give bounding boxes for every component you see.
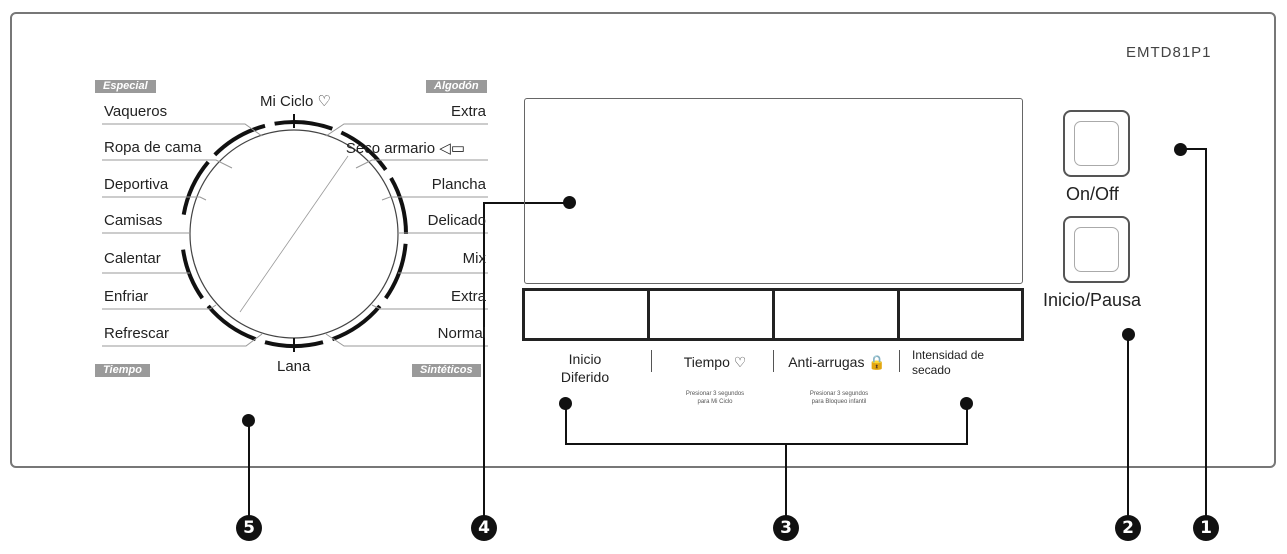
model-number: EMTD81P1 <box>1126 44 1212 61</box>
category-tiempo: Tiempo <box>95 364 150 377</box>
program-enfriar[interactable]: Enfriar <box>104 288 149 305</box>
inicio-diferido-label: Inicio Diferido <box>560 351 610 385</box>
heart-icon: ♡ <box>317 93 331 110</box>
callout-3: 3 <box>773 515 799 541</box>
program-vaqueros[interactable]: Vaqueros <box>104 103 168 120</box>
inicio-diferido-button[interactable] <box>522 288 650 341</box>
leader-dot <box>960 397 973 410</box>
program-extra-sinteticos[interactable]: Extra <box>450 288 486 305</box>
leader-dot <box>1122 328 1135 341</box>
separator <box>773 350 774 372</box>
tiempo-hint: Presionar 3 segundos para Mi Ciclo <box>685 391 745 405</box>
heart-icon: ♡ <box>733 354 747 370</box>
dial-tick-segment <box>206 304 257 342</box>
program-calentar[interactable]: Calentar <box>104 250 161 267</box>
intensidad-secado-button[interactable] <box>897 288 1024 341</box>
anti-arrugas-button[interactable] <box>772 288 900 341</box>
leader-dot <box>1174 143 1187 156</box>
program-normal[interactable]: Normal <box>437 325 486 342</box>
dial-tick-segment <box>384 243 408 300</box>
intensidad-secado-label: Intensidad de secado <box>912 348 985 377</box>
dial-tick-ring <box>181 120 408 348</box>
dial-label-mi-ciclo: Mi Ciclo ♡ <box>260 93 331 110</box>
leader-dot <box>559 397 572 410</box>
hanger-tag-icon: ◁▭ <box>439 140 465 157</box>
program-extra-algodon[interactable]: Extra <box>450 103 486 120</box>
dial-tick-segment <box>389 177 408 235</box>
program-camisas[interactable]: Camisas <box>104 212 163 229</box>
dial-tick-segment <box>181 160 210 215</box>
separator <box>651 350 652 372</box>
separator <box>899 350 900 372</box>
tiempo-button[interactable] <box>647 288 775 341</box>
program-ropa-de-cama[interactable]: Ropa de cama <box>104 139 202 156</box>
dial-tick-segment <box>181 249 204 300</box>
dial-tick-segment <box>331 304 382 342</box>
callout-4: 4 <box>471 515 497 541</box>
leader-dot <box>242 414 255 427</box>
dial-tick-segment <box>274 120 333 131</box>
tiempo-label: Tiempo ♡ <box>683 354 747 370</box>
on-off-button[interactable] <box>1063 110 1130 177</box>
anti-arrugas-label: Anti-arrugas 🔒 <box>788 354 886 370</box>
program-deportiva[interactable]: Deportiva <box>104 176 169 193</box>
anti-arrugas-hint: Presionar 3 segundos para Bloqueo infant… <box>809 391 869 405</box>
dial-indicator <box>239 155 349 313</box>
dial-label-lana: Lana <box>277 358 311 375</box>
category-especial: Especial <box>95 80 156 93</box>
on-off-label: On/Off <box>1066 184 1119 204</box>
lcd-display <box>524 98 1023 284</box>
leader-dot <box>563 196 576 209</box>
inicio-pausa-button[interactable] <box>1063 216 1130 283</box>
program-seco-armario[interactable]: Seco armario ◁▭ <box>345 140 465 157</box>
dial-tick-segment <box>213 123 266 157</box>
inicio-pausa-label: Inicio/Pausa <box>1043 290 1142 310</box>
callout-5: 5 <box>236 515 262 541</box>
control-panel-outline <box>10 12 1276 468</box>
program-delicado[interactable]: Delicado <box>427 212 486 229</box>
category-algodon: Algodón <box>426 80 487 93</box>
callout-2: 2 <box>1115 515 1141 541</box>
program-refrescar[interactable]: Refrescar <box>104 325 170 342</box>
callout-1: 1 <box>1193 515 1219 541</box>
program-plancha[interactable]: Plancha <box>431 176 486 193</box>
child-lock-icon: 🔒 <box>868 354 886 370</box>
category-sinteticos: Sintéticos <box>412 364 481 377</box>
program-mix[interactable]: Mix <box>462 250 486 267</box>
dial-tick-segment <box>340 130 388 171</box>
